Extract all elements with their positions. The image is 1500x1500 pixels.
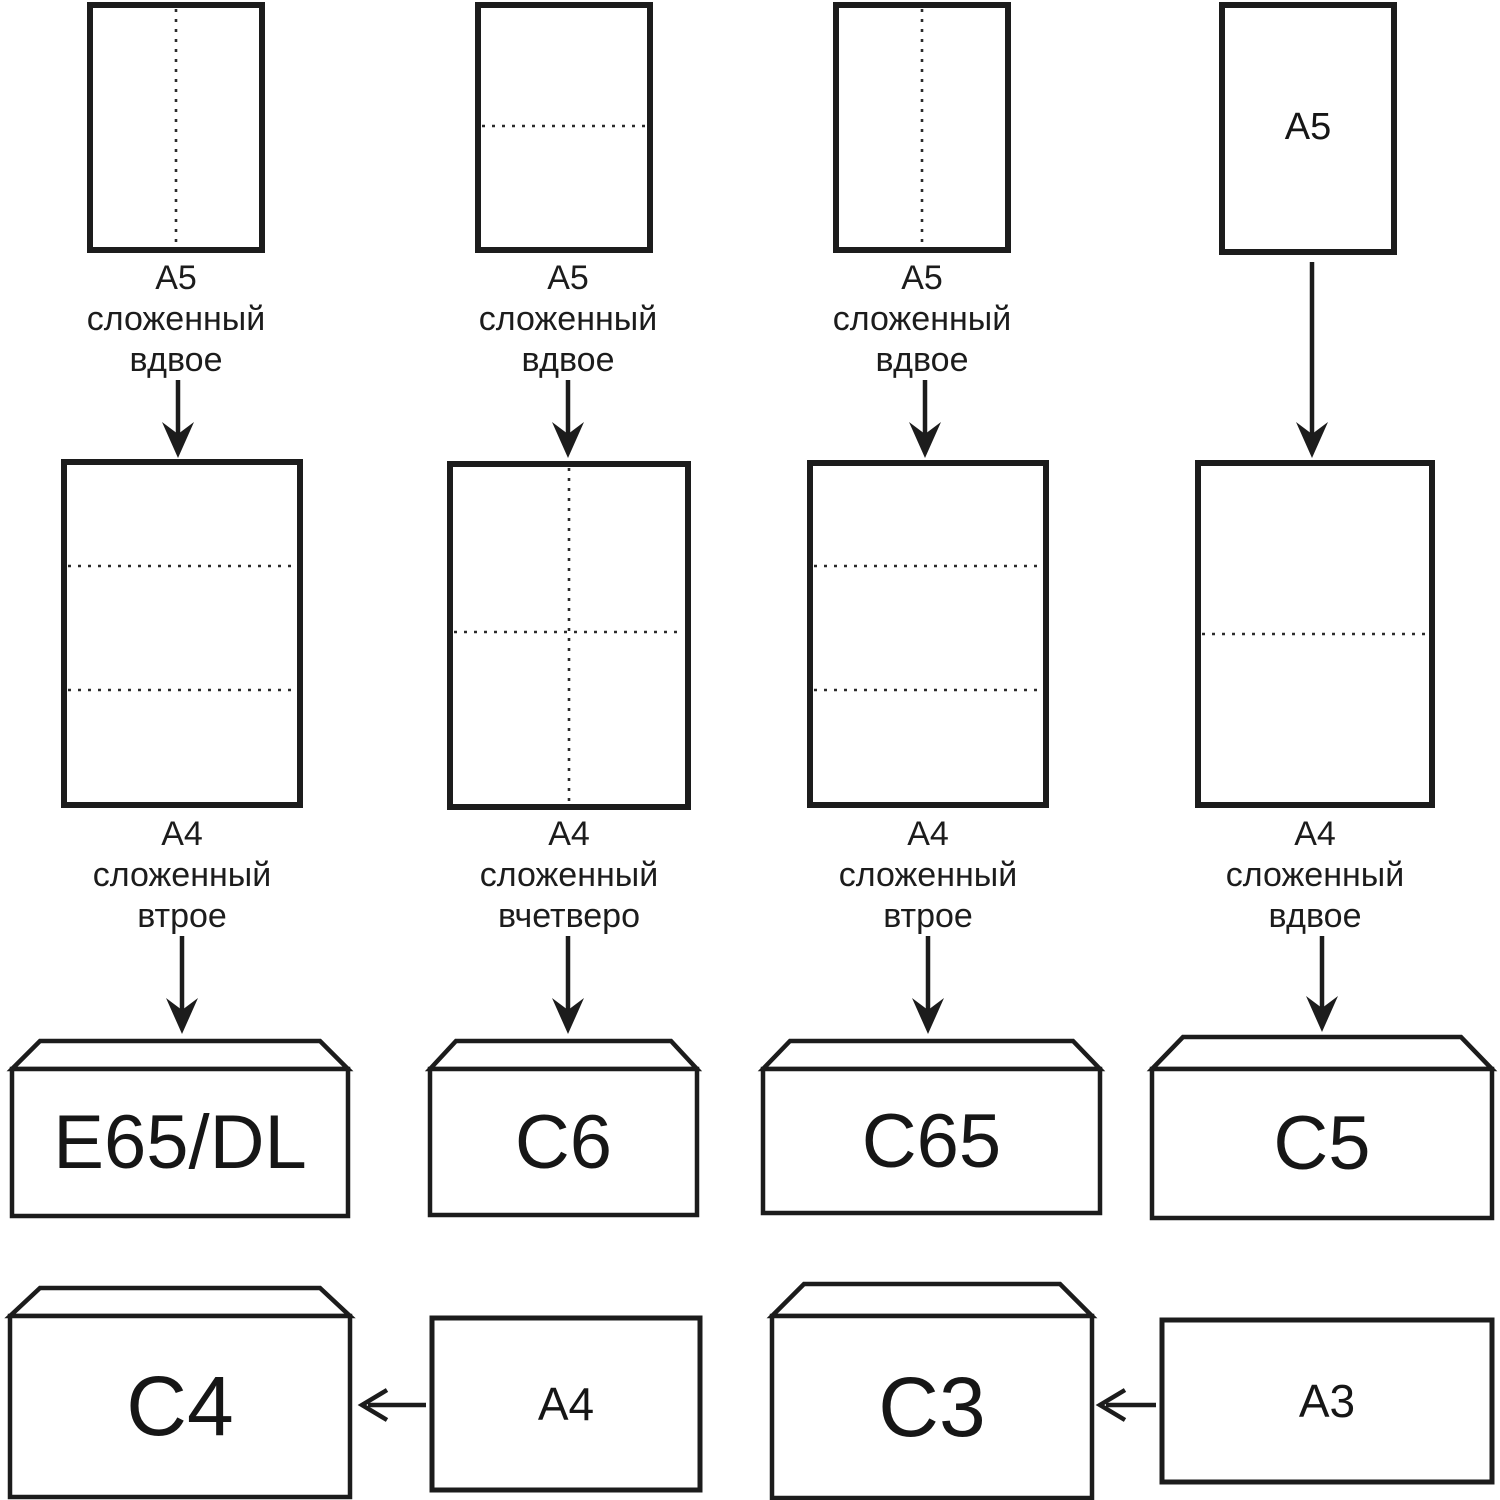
label-envelope-c5: C5 [1152, 1069, 1492, 1218]
caption-a4-folded-thirds-1: A4 сложенный втрое [12, 814, 352, 937]
left-arrow-a4-to-c4 [357, 1388, 426, 1422]
envelope-body [1149, 1066, 1495, 1221]
caption-line: A5 [155, 259, 197, 297]
paper-a4-fold-thirds-1 [61, 459, 303, 808]
envelope-flap [1146, 1034, 1498, 1072]
label-text: A4 [537, 1378, 595, 1430]
paper-a5-fold-vertical-2 [833, 2, 1011, 253]
caption-a4-folded-quarters: A4 сложенный вчетверо [399, 814, 739, 937]
caption-a4-folded-half: A4 сложенный вдвое [1145, 814, 1485, 937]
paper-a5-fold-vertical-1 [87, 2, 265, 253]
down-arrow-6 [552, 936, 584, 1034]
caption-line: A5 [547, 259, 589, 297]
label-envelope-e65dl: E65/DL [12, 1069, 348, 1216]
envelope-c5-highlighted [1146, 1034, 1498, 1221]
paper-a5-fold-horizontal [475, 2, 653, 253]
paper-a4-fold-quarters [447, 461, 691, 810]
caption-a4-folded-thirds-2: A4 сложенный втрое [758, 814, 1098, 937]
down-arrow-2 [552, 380, 584, 458]
envelope-flap [424, 1038, 703, 1072]
caption-line: сложенный [479, 856, 659, 894]
label-text: E65/DL [53, 1100, 307, 1185]
paper-a3-flat [1159, 1317, 1495, 1485]
down-arrow-3 [909, 380, 941, 458]
caption-line: вчетверо [497, 897, 640, 935]
caption-line: втрое [883, 897, 973, 935]
caption-line: A4 [1294, 815, 1336, 853]
caption-line: A4 [907, 815, 949, 853]
label-envelope-c6: C6 [430, 1069, 697, 1215]
caption-line: сложенный [86, 300, 266, 338]
envelope-e65dl [6, 1038, 354, 1219]
envelope-flap [757, 1038, 1106, 1072]
paper-a4-fold-half [1195, 460, 1435, 808]
caption-line: вдвое [129, 341, 223, 379]
label-a5-plain: A5 [1222, 5, 1394, 250]
caption-line: A5 [901, 259, 943, 297]
label-envelope-c4: C4 [10, 1316, 350, 1497]
down-arrow-8 [1306, 936, 1338, 1032]
caption-a5-folded-half-3: A5 сложенный вдвое [752, 258, 1092, 381]
caption-line: A4 [161, 815, 203, 853]
left-arrow-a3-to-c3 [1095, 1388, 1156, 1422]
label-paper-a4: A4 [432, 1318, 700, 1490]
label-envelope-c3: C3 [772, 1316, 1092, 1498]
caption-line: вдвое [521, 341, 615, 379]
caption-line: A4 [548, 815, 590, 853]
paper-a4-fold-thirds-2 [807, 460, 1049, 808]
label-text: C65 [861, 1098, 1002, 1184]
caption-line: сложенный [92, 856, 272, 894]
down-arrow-1 [162, 380, 194, 458]
label-envelope-c65: C65 [763, 1069, 1100, 1213]
label-text: A5 [1284, 106, 1332, 148]
label-text: C5 [1273, 1101, 1371, 1186]
label-text: C6 [514, 1099, 613, 1185]
down-arrow-4-long [1296, 262, 1328, 458]
label-paper-a3: A3 [1162, 1320, 1492, 1482]
envelope-flap [766, 1281, 1098, 1319]
caption-line: сложенный [832, 300, 1012, 338]
label-text: A3 [1298, 1375, 1356, 1427]
envelope-c4 [4, 1285, 356, 1500]
caption-line: сложенный [1225, 856, 1405, 894]
caption-line: вдвое [875, 341, 969, 379]
label-text: C3 [878, 1359, 986, 1454]
caption-line: сложенный [478, 300, 658, 338]
label-text: C4 [126, 1359, 234, 1453]
caption-line: вдвое [1268, 897, 1362, 935]
caption-a5-folded-half-1: A5 сложенный вдвое [6, 258, 346, 381]
envelope-c6 [424, 1038, 703, 1218]
envelope-c3 [766, 1281, 1098, 1500]
down-arrow-5 [166, 936, 198, 1034]
paper-a5-plain [1219, 2, 1397, 255]
paper-a4-flat [429, 1315, 703, 1493]
caption-line: сложенный [838, 856, 1018, 894]
envelope-c65 [757, 1038, 1106, 1216]
caption-a5-folded-half-2: A5 сложенный вдвое [398, 258, 738, 381]
down-arrow-7 [912, 936, 944, 1034]
envelope-flap [6, 1038, 354, 1072]
caption-line: втрое [137, 897, 227, 935]
envelope-flap [4, 1285, 356, 1319]
